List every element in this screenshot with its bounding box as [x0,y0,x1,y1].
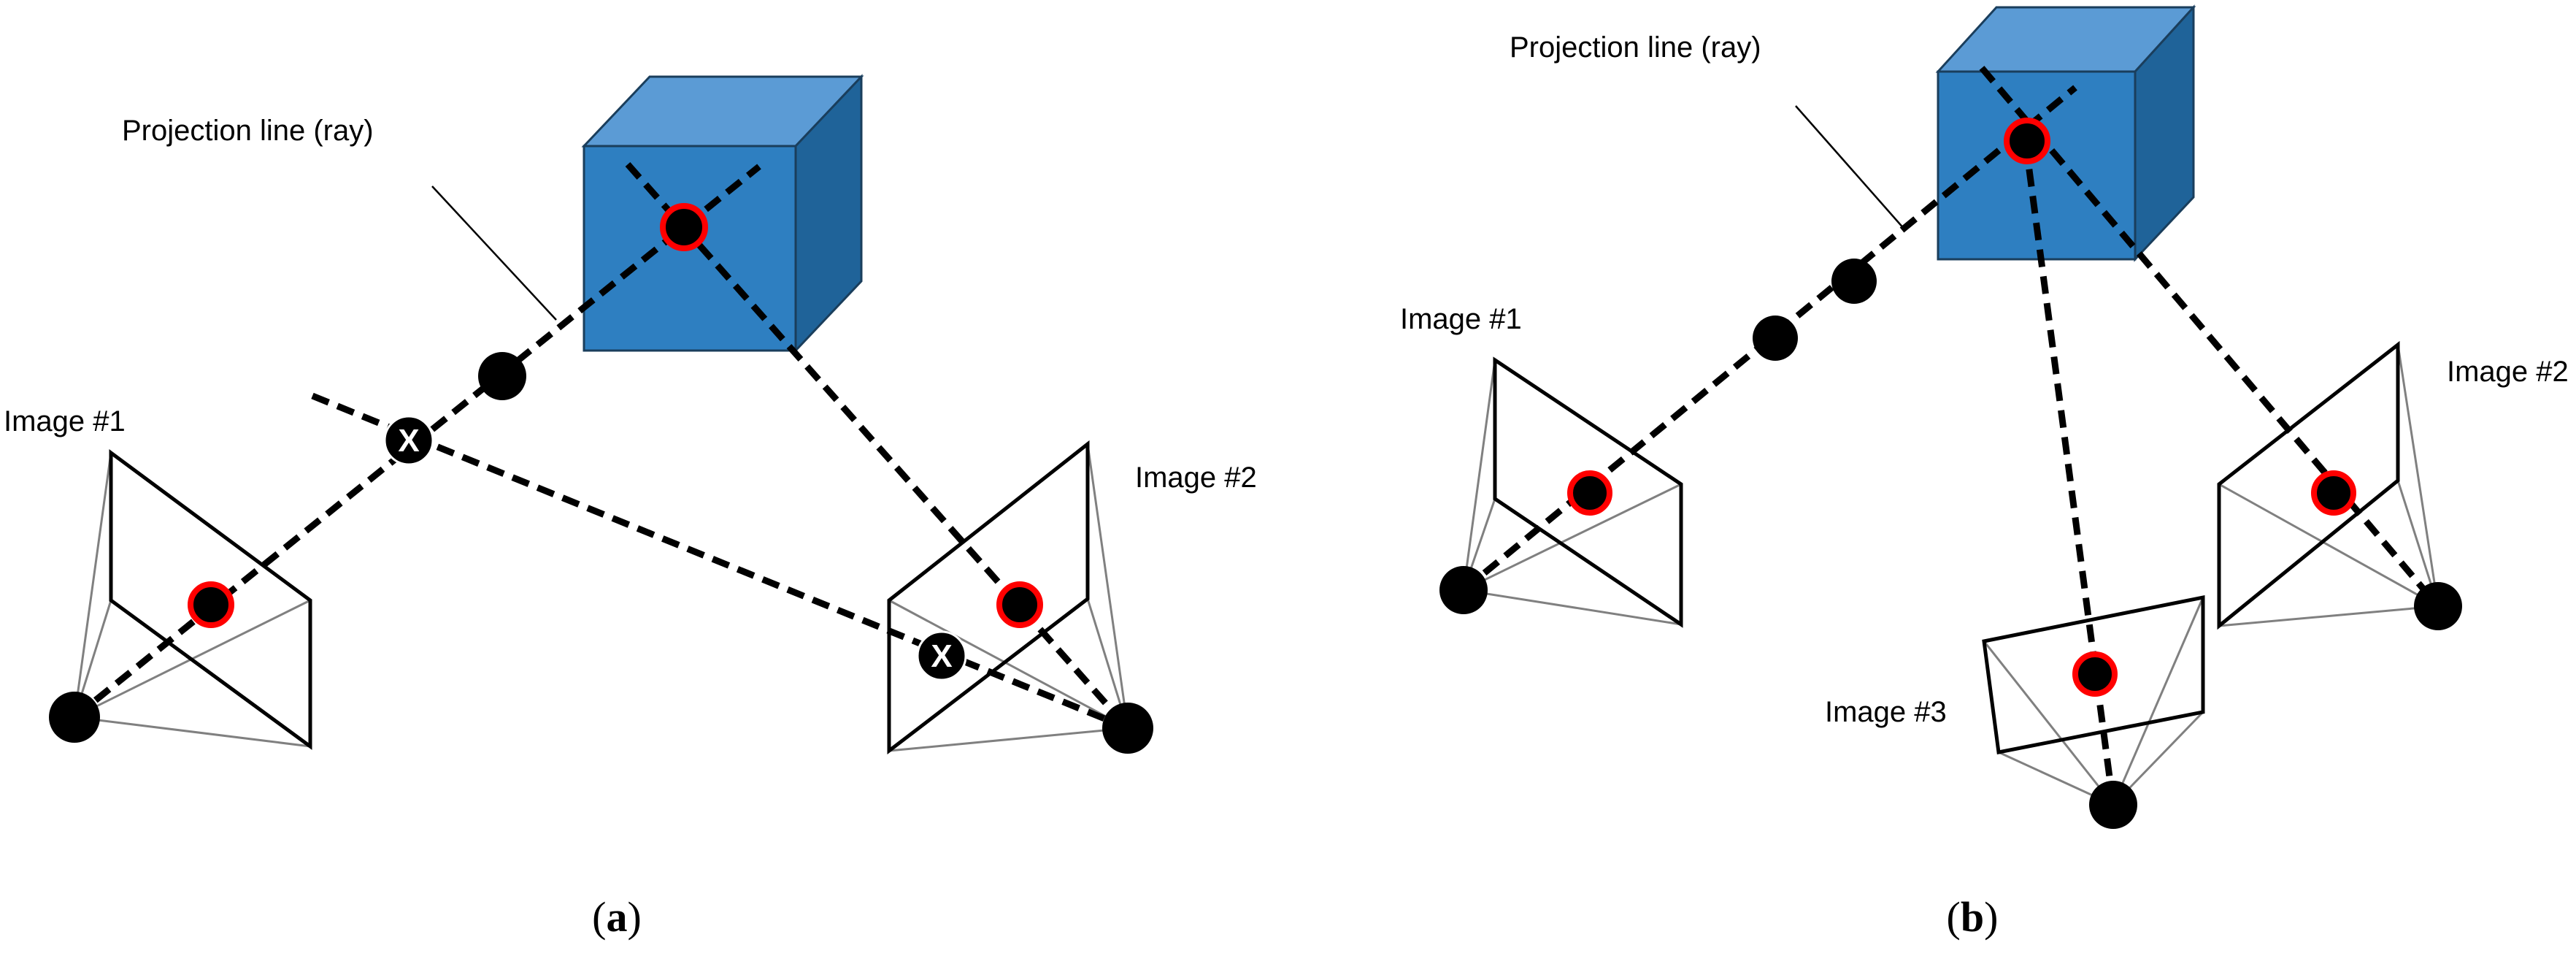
false-point-1-mark: X [398,423,419,459]
camera-center-2-b [2414,582,2462,630]
ray-a-2 [625,162,1131,730]
camera-3-frustum-b [1982,594,2205,806]
ray-b-2 [1979,66,2441,608]
image-point-2-b [2311,470,2356,516]
image-2-label-a: Image #2 [1135,462,1257,494]
image-3-label-b: Image #3 [1825,696,1947,728]
image-plane-2-b [2217,340,2400,630]
scene-point-a [660,203,708,251]
image-point-3-b [2072,651,2118,697]
caption-b: (b) [1947,893,1999,941]
cube-b [1935,4,2196,262]
ray-label-b: Projection line (ray) [1510,31,1761,64]
panel-a: X X Projection line (ray) Image #1 Image… [4,74,1257,941]
panel-b: Projection line (ray) Image #1 Image #2 … [1400,4,2569,941]
camera-center-2-a [1102,703,1153,754]
depth-point-b-2 [1753,316,1798,361]
image-point-1-b [1567,470,1612,516]
ray-label-a: Projection line (ray) [122,115,374,147]
image-1-label-a: Image #1 [4,405,126,437]
camera-1-frustum-a [73,449,312,750]
camera-center-3-b [2089,781,2137,829]
ray-a-wrong [311,392,1129,732]
scene-point-b [2004,118,2050,164]
ray-b-leader [1795,105,1906,231]
image-point-1-a [188,581,234,628]
ray-a-leader [431,186,557,321]
false-point-2-a [916,630,967,681]
caption-a: (a) [592,893,642,941]
image-2-label-b: Image #2 [2447,356,2569,388]
image-plane-3-b [1982,594,2205,754]
camera-2-frustum-b [2217,340,2439,630]
depth-point-a [478,352,526,400]
depth-point-b-1 [1831,259,1877,304]
image-plane-1-a [109,449,312,750]
false-point-1-a [383,415,434,466]
false-point-2-mark: X [931,638,952,674]
camera-2-frustum-a [887,440,1129,755]
image-1-label-b: Image #1 [1400,303,1522,335]
ray-b-1 [1461,85,2077,593]
image-point-2-a [996,581,1043,628]
image-plane-1-b [1493,356,1683,628]
camera-center-1-b [1439,566,1488,614]
camera-center-1-a [49,692,100,743]
cube-a [581,74,864,353]
image-plane-2-a [887,440,1090,755]
